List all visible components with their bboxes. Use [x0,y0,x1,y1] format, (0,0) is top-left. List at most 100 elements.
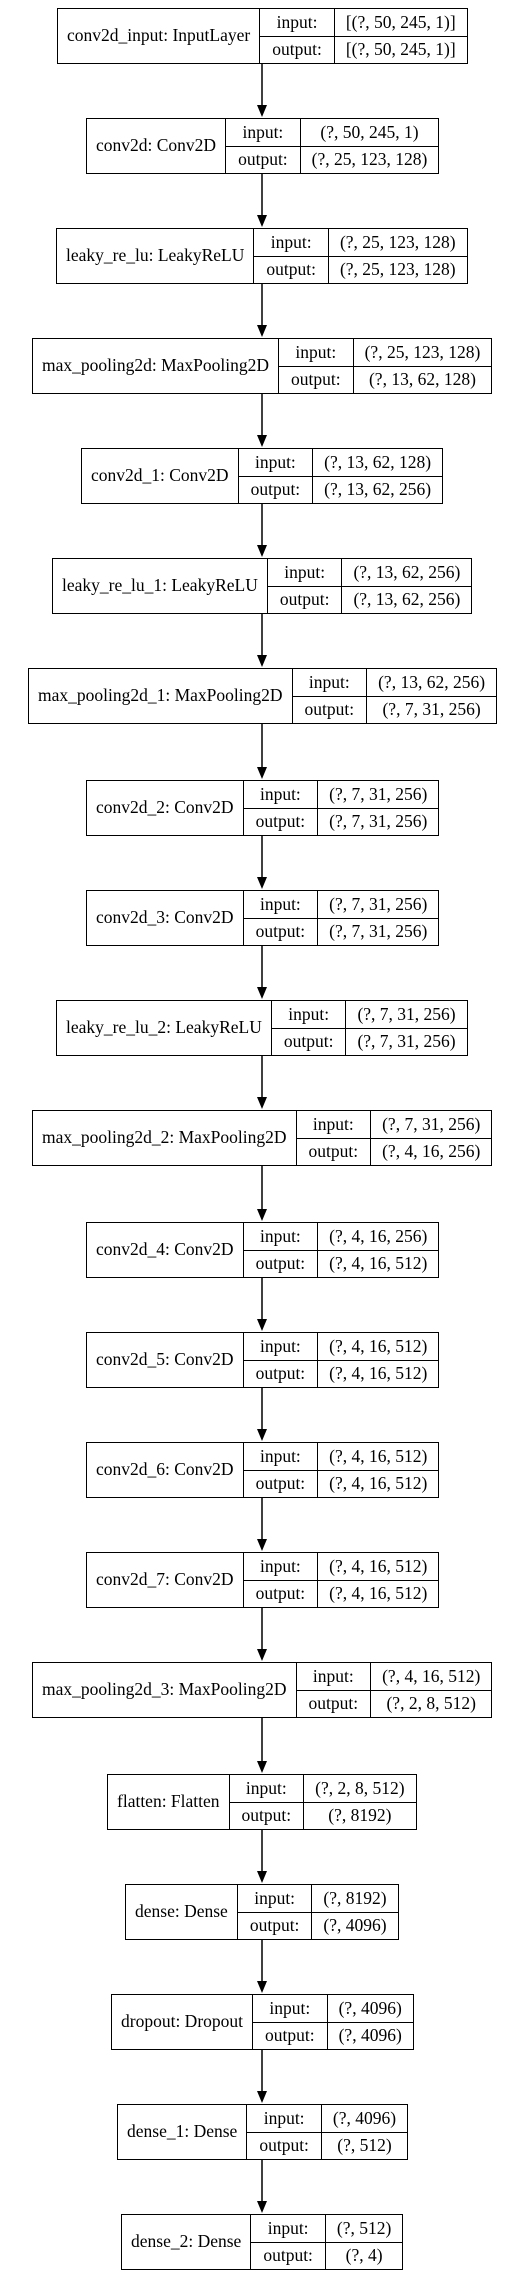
input-shape: (?, 4, 16, 512) [371,1663,492,1691]
io-values: (?, 7, 31, 256)(?, 7, 31, 256) [318,781,439,835]
io-values: (?, 4, 16, 512)(?, 4, 16, 512) [318,1443,439,1497]
input-label: input: [243,781,318,809]
io-labels: input:output: [243,1223,319,1277]
layer-name: flatten: Flatten [108,1775,230,1829]
layer-name: conv2d: Conv2D [87,119,227,173]
io-labels: input:output: [238,449,314,503]
input-label: input: [254,229,328,257]
output-shape: (?, 512) [337,2135,392,2155]
input-shape: (?, 512) [325,2215,403,2243]
input-shape: (?, 13, 62, 256) [367,669,497,697]
io-labels: input:output: [247,2105,322,2159]
io-values: (?, 50, 245, 1)(?, 25, 123, 128) [300,119,439,173]
io-labels: input:output: [292,669,368,723]
io-labels: input:output: [243,1553,319,1607]
output-shape: (?, 4, 16, 512) [329,1253,428,1273]
arrowhead-icon [257,1539,267,1551]
output-label: output: [272,39,322,59]
output-label: output: [259,2135,309,2155]
output-shape: (?, 25, 123, 128) [339,259,456,279]
input-label: input: [267,559,342,587]
input-shape: (?, 25, 123, 128) [353,339,492,367]
io-labels: input:output: [296,1111,372,1165]
input-shape: (?, 2, 8, 512) [304,1775,416,1803]
io-values: (?, 2, 8, 512)(?, 8192) [304,1775,416,1829]
output-label: output: [263,2245,313,2265]
input-label: input: [243,1223,318,1251]
layer-name: leaky_re_lu_1: LeakyReLU [53,559,268,613]
io-values: (?, 25, 123, 128)(?, 13, 62, 128) [353,339,492,393]
input-shape: (?, 7, 31, 256) [318,891,439,919]
input-shape: (?, 7, 31, 256) [318,781,439,809]
input-label: input: [226,119,300,147]
arrowhead-icon [257,105,267,117]
io-values: (?, 4, 16, 256)(?, 4, 16, 512) [318,1223,439,1277]
output-shape: (?, 4, 16, 512) [329,1473,428,1493]
input-label: input: [243,1333,318,1361]
io-labels: input:output: [243,891,319,945]
output-shape: (?, 2, 8, 512) [386,1693,476,1713]
layer-name: max_pooling2d_1: MaxPooling2D [29,669,293,723]
input-label: input: [271,1001,346,1029]
input-label: input: [229,1775,304,1803]
arrowhead-icon [257,1761,267,1773]
output-shape: (?, 8192) [328,1805,392,1825]
input-shape: (?, 25, 123, 128) [328,229,467,257]
io-labels: input:output: [237,1885,313,1939]
io-values: (?, 7, 31, 256)(?, 7, 31, 256) [318,891,439,945]
input-label: input: [292,669,367,697]
output-shape: (?, 4, 16, 256) [382,1141,481,1161]
output-label: output: [283,1031,334,1051]
arrowhead-icon [257,1209,267,1221]
output-label: output: [255,1363,306,1383]
io-values: (?, 4, 16, 512)(?, 2, 8, 512) [371,1663,492,1717]
arrowhead-icon [257,325,267,337]
output-shape: (?, 13, 62, 256) [353,589,461,609]
output-shape: (?, 13, 62, 256) [324,479,432,499]
io-labels: input:output: [279,339,354,393]
io-labels: input:output: [253,1995,328,2049]
io-values: (?, 4096)(?, 512) [321,2105,408,2159]
output-shape: (?, 4) [345,2245,383,2265]
input-shape: (?, 4096) [327,1995,413,2023]
output-shape: (?, 4, 16, 512) [329,1583,428,1603]
output-shape: (?, 4096) [323,1915,387,1935]
input-label: input: [237,1885,312,1913]
input-shape: (?, 13, 62, 128) [313,449,443,477]
layer-name: dense_1: Dense [118,2105,248,2159]
io-labels: input:output: [243,781,319,835]
output-label: output: [255,1473,306,1493]
input-label: input: [251,2215,325,2243]
io-values: (?, 512)(?, 4) [325,2215,403,2269]
arrowhead-icon [257,2091,267,2103]
io-values: (?, 13, 62, 128)(?, 13, 62, 256) [313,449,443,503]
arrowhead-icon [257,877,267,889]
input-shape: (?, 50, 245, 1) [300,119,439,147]
input-label: input: [243,1443,318,1471]
arrowhead-icon [257,987,267,999]
layer-name: conv2d_7: Conv2D [87,1553,244,1607]
output-shape: (?, 13, 62, 128) [368,369,476,389]
input-shape: (?, 8192) [312,1885,398,1913]
output-label: output: [255,1253,306,1273]
arrowhead-icon [257,1871,267,1883]
input-shape: (?, 4096) [321,2105,408,2133]
layer-name: conv2d_input: InputLayer [58,9,261,63]
input-label: input: [247,2105,321,2133]
output-label: output: [308,1141,359,1161]
arrowhead-icon [257,1649,267,1661]
input-label: input: [253,1995,327,2023]
layer-name: leaky_re_lu_2: LeakyReLU [57,1001,272,1055]
io-labels: input:output: [271,1001,347,1055]
